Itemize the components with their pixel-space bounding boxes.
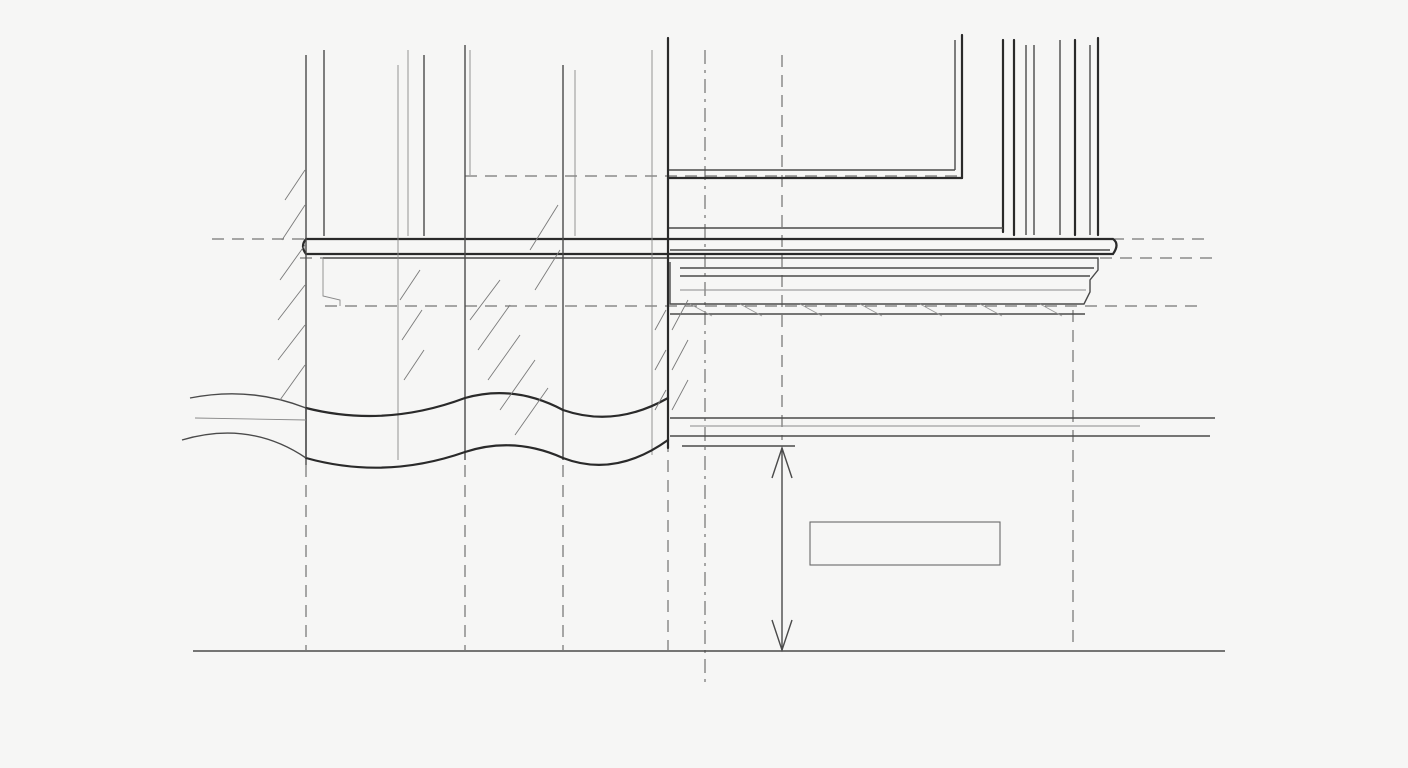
curtain-tail-3	[194, 417, 307, 421]
hatch-line	[739, 303, 763, 317]
shade-line	[654, 389, 667, 411]
shade-line	[671, 299, 689, 331]
shade-line	[403, 349, 425, 381]
shade-line	[477, 304, 511, 351]
vertical-guides	[305, 50, 1074, 686]
wall-rail	[670, 417, 1215, 437]
shade-line	[279, 364, 306, 401]
shade-line	[529, 204, 559, 251]
shade-line	[534, 249, 561, 291]
hatch-line	[919, 303, 943, 317]
shade-line	[654, 309, 667, 331]
sill-hatching	[689, 303, 1063, 317]
shade-line	[671, 379, 689, 411]
window-sill	[301, 237, 1118, 315]
curtain-tail-2	[181, 432, 307, 459]
shade-line	[499, 359, 536, 411]
shade-line	[469, 279, 501, 321]
hatch-line	[979, 303, 1003, 317]
dimension-marker	[682, 445, 795, 653]
curtain-tail-1	[189, 393, 307, 409]
window-frame	[666, 33, 1100, 237]
dimension-arrow-top	[771, 445, 793, 479]
shade-line	[279, 244, 306, 281]
hatch-line	[859, 303, 883, 317]
shade-line	[654, 349, 667, 371]
hatch-line	[1039, 303, 1063, 317]
shade-line	[399, 269, 421, 301]
dimension-arrow-bottom	[771, 619, 793, 653]
curtain-shading	[277, 169, 689, 436]
hatch-line	[689, 303, 713, 317]
curtain-hem-top	[304, 392, 670, 418]
curtain	[181, 36, 670, 469]
shade-line	[487, 334, 521, 381]
shade-line	[401, 309, 423, 341]
shade-line	[277, 324, 306, 361]
sill-nosing	[301, 237, 1118, 256]
shade-line	[284, 169, 306, 201]
shade-line	[514, 387, 549, 436]
sill-left-apron	[322, 258, 341, 306]
shade-line	[281, 204, 306, 241]
hatch-line	[799, 303, 823, 317]
shade-line	[671, 339, 689, 371]
label-box	[809, 521, 1001, 566]
curtain-hem-bottom	[304, 438, 670, 469]
sill-apron	[323, 257, 1099, 305]
shade-line	[277, 284, 306, 321]
